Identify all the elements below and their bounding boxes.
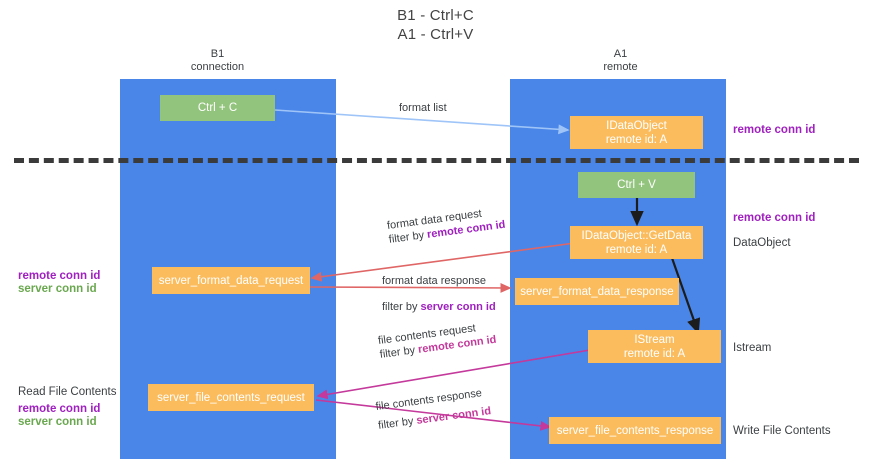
edge-label-format-list: format list: [399, 101, 447, 115]
phase-separator: [14, 158, 859, 163]
edge-label-file-contents-request: file contents request filter by remote c…: [377, 319, 497, 362]
annotation-left-remote-conn-id-bot: remote conn id: [18, 403, 101, 415]
node-server-format-data-request-label: server_format_data_request: [158, 274, 304, 287]
node-ctrl-c-line1: Ctrl + C: [197, 102, 238, 114]
node-istream-line2: remote id: A: [623, 347, 686, 360]
edge-label-format-data-response-line2: filter by server conn id: [382, 300, 496, 314]
annotation-remote-conn-id-top: remote conn id: [733, 124, 816, 136]
title-line-2: A1 - Ctrl+V: [397, 26, 474, 43]
node-server-format-data-response[interactable]: server_format_data_response: [515, 278, 679, 305]
annotation-istream: Istream: [733, 342, 772, 354]
filter-key-server-conn-id: server conn id: [415, 405, 492, 427]
node-server-file-contents-response-label: server_file_contents_response: [556, 424, 714, 437]
filter-by-text: filter by: [379, 343, 419, 361]
lane-header-b1: B1 connection: [155, 48, 280, 74]
annotation-left-server-conn-id-bot: server conn id: [18, 416, 97, 428]
node-server-format-data-response-label: server_format_data_response: [520, 285, 674, 298]
lane-header-a1-name: A1: [613, 48, 628, 60]
filter-key-server-conn-id: server conn id: [420, 301, 496, 313]
edge-label-format-data-response: format data response filter by server co…: [382, 274, 496, 314]
node-server-file-contents-request-label: server_file_contents_request: [157, 391, 305, 404]
annotation-read-file-contents: Read File Contents: [18, 386, 117, 398]
node-ctrl-v[interactable]: Ctrl + V: [578, 172, 695, 198]
lane-header-b1-name: B1: [210, 48, 225, 60]
node-idataobject[interactable]: IDataObject remote id: A: [570, 116, 703, 149]
node-ctrl-c[interactable]: Ctrl + C: [160, 95, 275, 121]
edge-label-format-list-line1: format list: [399, 102, 447, 114]
edge-label-file-contents-response: file contents response filter by server …: [375, 385, 492, 433]
node-idataobject-line1: IDataObject: [606, 119, 667, 132]
node-idataobject-line2: remote id: A: [605, 133, 668, 146]
node-istream[interactable]: IStream remote id: A: [588, 330, 721, 363]
node-getdata-line2: remote id: A: [605, 243, 668, 256]
node-server-file-contents-request[interactable]: server_file_contents_request: [148, 384, 314, 411]
filter-by-text: filter by: [382, 301, 421, 313]
title-line-1: B1 - Ctrl+C: [397, 7, 474, 24]
page-title: B1 - Ctrl+C A1 - Ctrl+V: [0, 6, 871, 44]
annotation-remote-conn-id-mid: remote conn id: [733, 212, 816, 224]
node-getdata-line1: IDataObject::GetData: [581, 229, 692, 242]
node-ctrl-v-line1: Ctrl + V: [617, 179, 656, 191]
filter-by-text: filter by: [388, 228, 428, 246]
node-server-format-data-request[interactable]: server_format_data_request: [152, 267, 310, 294]
lane-header-a1-role: remote: [603, 61, 638, 73]
edge-label-format-data-request: format data request filter by remote con…: [386, 204, 506, 247]
annotation-left-server-conn-id-mid: server conn id: [18, 283, 97, 295]
lane-header-b1-role: connection: [190, 61, 245, 73]
node-server-file-contents-response[interactable]: server_file_contents_response: [549, 417, 721, 444]
node-getdata[interactable]: IDataObject::GetData remote id: A: [570, 226, 703, 259]
edge-label-format-data-response-line1: format data response: [382, 275, 486, 287]
annotation-write-file-contents: Write File Contents: [733, 425, 831, 437]
annotation-left-remote-conn-id-mid: remote conn id: [18, 270, 101, 282]
node-istream-line1: IStream: [634, 333, 675, 346]
filter-by-text: filter by: [377, 414, 418, 432]
annotation-dataobject: DataObject: [733, 237, 791, 249]
lane-header-a1: A1 remote: [558, 48, 683, 74]
